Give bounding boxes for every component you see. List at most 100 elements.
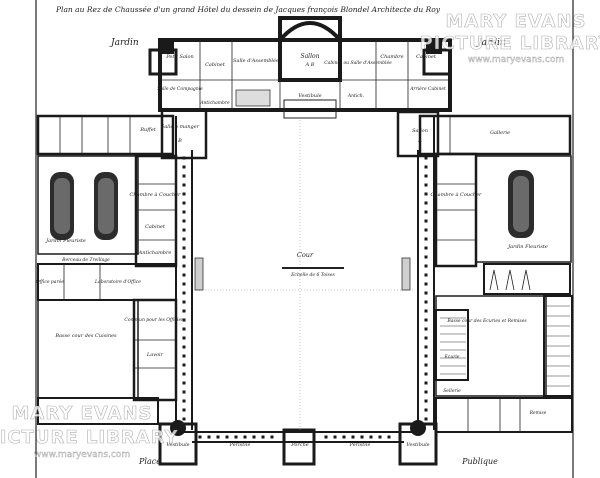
label-vestibule-bottom-left: Vestibule xyxy=(166,442,189,448)
watermark-url: www.maryevans.com xyxy=(468,55,564,65)
right-column xyxy=(424,381,428,385)
label-jardin-fleuriste-right: Jardin Fleuriste xyxy=(507,244,548,250)
left-column xyxy=(182,345,186,349)
right-column xyxy=(424,408,428,412)
right-column xyxy=(424,282,428,286)
label-gallerie: Gallerie xyxy=(490,130,510,136)
label-remise: Remise xyxy=(529,410,547,416)
label-porche: Porche xyxy=(290,442,309,448)
front-column xyxy=(342,435,346,439)
watermark-brand-line1-bottom: MARY EVANS xyxy=(12,403,153,424)
front-column xyxy=(351,435,355,439)
front-colonnade xyxy=(198,435,391,439)
left-column xyxy=(182,300,186,304)
label-publique: Publique xyxy=(461,457,498,466)
front-column xyxy=(387,435,391,439)
front-column xyxy=(207,435,211,439)
right-column xyxy=(424,363,428,367)
label-buffet: Buffet xyxy=(139,127,156,133)
label-cabinet-c: Cabinet xyxy=(145,224,166,230)
left-colonnade xyxy=(182,156,186,421)
right-column xyxy=(424,219,428,223)
right-column xyxy=(424,237,428,241)
left-column xyxy=(182,192,186,196)
label-echelle: Echelle de 6 Toises xyxy=(290,272,335,278)
front-column xyxy=(261,435,265,439)
courtyard: Cour Echelle de 6 Toises xyxy=(194,120,414,430)
right-column xyxy=(424,390,428,394)
watermark-top-right: MARY EVANS PICTURE LIBRARY www.maryevans… xyxy=(419,11,600,66)
label-cabinet-salle: Cabinet ou Salle d'Assemblée xyxy=(324,59,392,66)
left-column xyxy=(182,390,186,394)
plan-title: Plan au Rez de Chaussée d'un grand Hôtel… xyxy=(55,5,441,14)
label-antichambre-c: Antichambre xyxy=(138,250,172,256)
label-office-paree: Office parée xyxy=(36,278,64,285)
left-wing xyxy=(36,108,208,430)
label-berceau: Berceau de Treillage xyxy=(61,257,110,263)
label-chambre-coucher-left: Chambre à Coucher xyxy=(130,191,182,198)
left-column xyxy=(182,255,186,259)
label-ecurie: Ecurie xyxy=(444,354,460,360)
front-column xyxy=(216,435,220,439)
right-column xyxy=(424,264,428,268)
left-column xyxy=(182,237,186,241)
label-vestibule-top: Vestibule xyxy=(298,93,321,99)
label-jardin-fleuriste-left: Jardin Fleuriste xyxy=(45,238,86,244)
label-laboratoire: Laboratoire d'Office xyxy=(94,279,141,285)
label-antichambre-b: Antichambre xyxy=(199,100,230,106)
left-column xyxy=(182,174,186,178)
right-column xyxy=(424,345,428,349)
right-column xyxy=(424,372,428,376)
right-column xyxy=(424,336,428,340)
front-column xyxy=(270,435,274,439)
watermark-url-bottom: www.maryevans.com xyxy=(34,450,130,460)
left-column xyxy=(182,264,186,268)
left-column xyxy=(182,336,186,340)
label-jardin-left: Jardin xyxy=(109,38,139,48)
watermark-brand-line2-bottom: PICTURE LIBRARY xyxy=(0,427,179,448)
left-column xyxy=(182,201,186,205)
label-room-letter-a: A xyxy=(417,138,422,144)
right-column xyxy=(424,300,428,304)
label-cour: Cour xyxy=(297,251,314,259)
right-wing-labels: Sallon A Gallerie Chambre à Coucher Jard… xyxy=(412,128,548,416)
left-column xyxy=(182,183,186,187)
front-column xyxy=(324,435,328,439)
right-column xyxy=(424,201,428,205)
right-wing xyxy=(396,110,573,433)
right-column xyxy=(424,354,428,358)
left-column xyxy=(182,156,186,160)
label-vestibule-bottom-right: Vestibule xyxy=(406,442,429,448)
label-basse-cour-cuisines: Basse cour des Cuisines xyxy=(54,333,117,339)
left-column xyxy=(182,417,186,421)
left-column xyxy=(182,327,186,331)
label-petit-salon: Petit Salon xyxy=(165,54,194,60)
right-column xyxy=(424,246,428,250)
label-place: Place xyxy=(138,457,161,466)
label-lavoir: Lavoir xyxy=(146,352,164,358)
label-sallon-a: Sallon xyxy=(412,128,428,134)
left-column xyxy=(182,399,186,403)
left-column xyxy=(182,408,186,412)
right-column xyxy=(424,327,428,331)
front-column xyxy=(252,435,256,439)
label-sallon-letters: A B xyxy=(305,62,315,68)
right-column xyxy=(424,309,428,313)
label-cabinet-b: Cabinet xyxy=(205,62,226,68)
left-column xyxy=(182,219,186,223)
garden-wing-labels: Jardin Jardin Petit Salon Cabinet Salle … xyxy=(109,38,506,106)
right-column xyxy=(424,318,428,322)
left-column xyxy=(182,372,186,376)
label-salle-a-manger: Salle à manger xyxy=(161,123,200,130)
front-column xyxy=(369,435,373,439)
left-column xyxy=(182,309,186,313)
front-column xyxy=(234,435,238,439)
left-column xyxy=(182,291,186,295)
left-column xyxy=(182,165,186,169)
left-column xyxy=(182,381,186,385)
front-column xyxy=(243,435,247,439)
left-column xyxy=(182,354,186,358)
right-column xyxy=(424,165,428,169)
right-column xyxy=(424,291,428,295)
